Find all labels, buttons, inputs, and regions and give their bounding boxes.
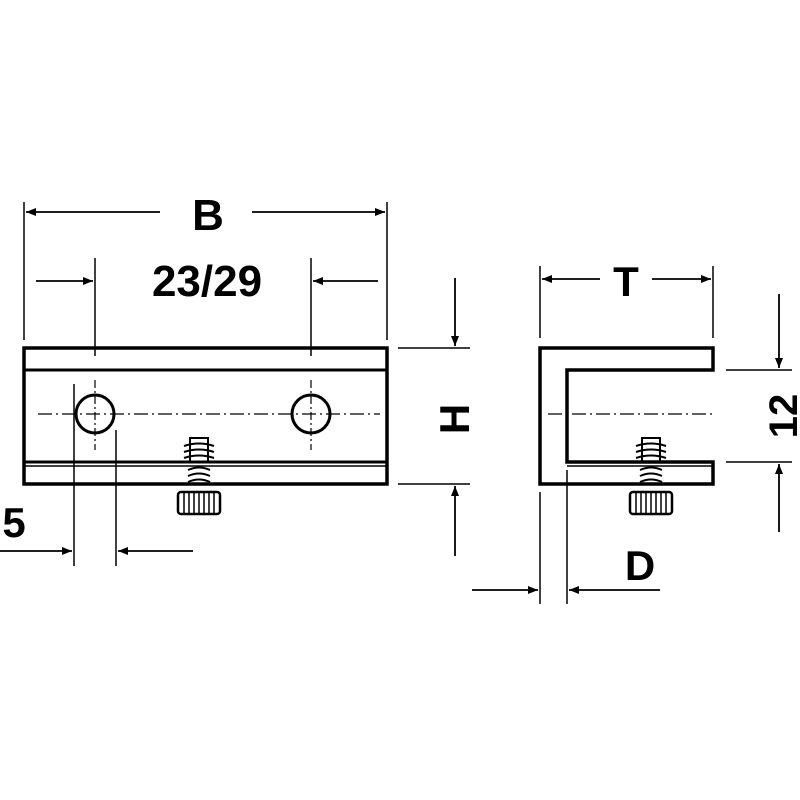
dimension-width: B	[23, 191, 388, 340]
label-width: B	[192, 191, 224, 240]
dimension-inner-height: 12	[726, 294, 800, 532]
front-set-screw	[176, 437, 222, 516]
dimension-depth: T	[539, 258, 714, 338]
side-view: T 12 D	[472, 258, 800, 604]
dimension-edge-offset: 5	[0, 384, 193, 566]
label-thickness: D	[625, 542, 655, 589]
front-body-outline	[22, 346, 389, 486]
side-c-profile	[538, 346, 715, 486]
front-view: B 23/29 H 5	[0, 191, 478, 566]
dimension-thickness: D	[472, 470, 660, 604]
side-set-screw	[628, 437, 674, 516]
dimension-height: H	[398, 278, 478, 556]
label-inner-height: 12	[762, 394, 800, 439]
label-edge-offset: 5	[2, 499, 25, 546]
label-depth: T	[613, 258, 639, 305]
dimension-hole-spacing: 23/29	[36, 257, 378, 356]
label-hole-spacing: 23/29	[152, 257, 262, 306]
label-height: H	[431, 404, 478, 434]
